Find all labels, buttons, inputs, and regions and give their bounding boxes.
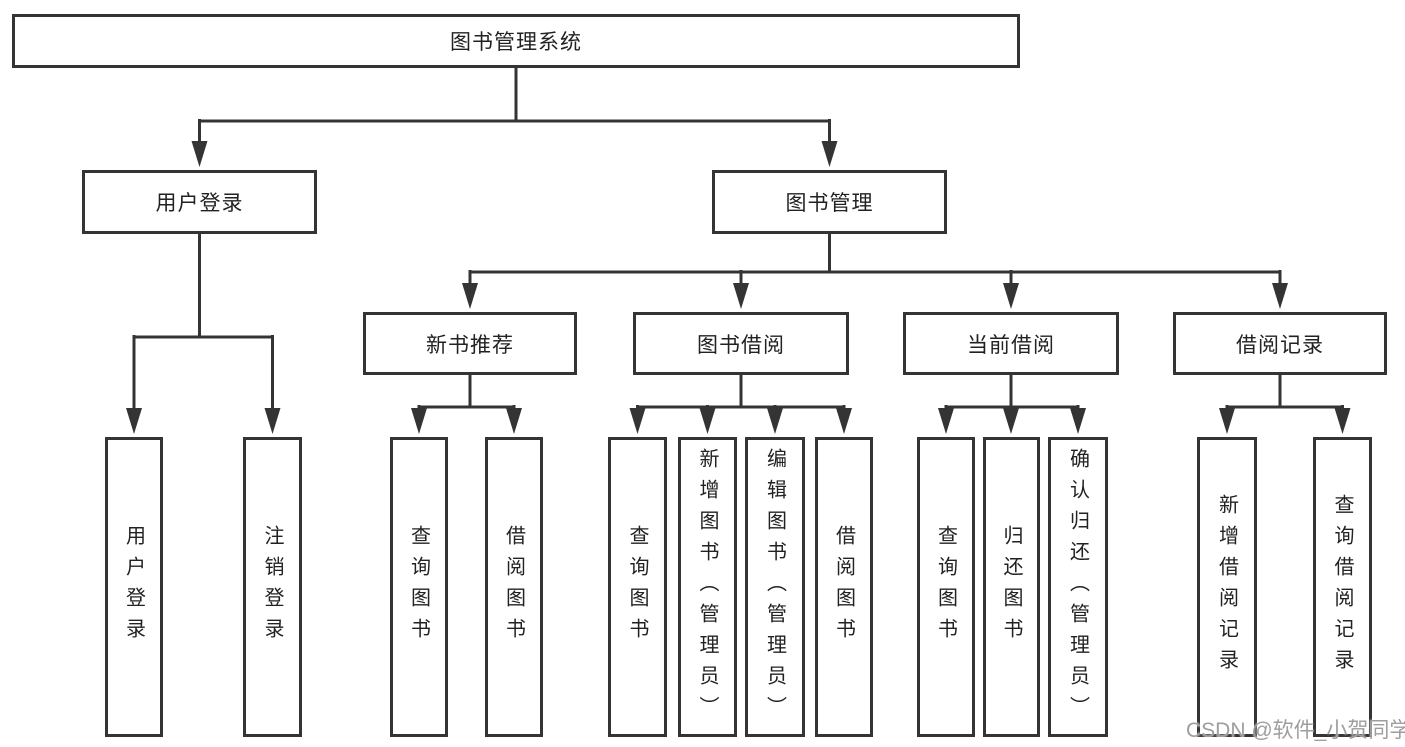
node-book-borrowing: 图书借阅 xyxy=(633,312,849,375)
leaf-cb-confirm-return-admin: 确认归还（管理员） xyxy=(1048,437,1108,737)
leaf-bb-borrow-books: 借阅图书 xyxy=(815,437,873,737)
leaf-user-login: 用户登录 xyxy=(105,437,163,737)
csdn-watermark: CSDN @软件_小贺同学 xyxy=(1186,719,1405,742)
node-library-system: 图书管理系统 xyxy=(12,14,1020,68)
leaf-cb-confirm-return-admin-label: 确认归还（管理员） xyxy=(1066,447,1089,727)
leaf-nb-query-books: 查询图书 xyxy=(390,437,448,737)
leaf-bb-query-books: 查询图书 xyxy=(608,437,667,737)
leaf-logout: 注销登录 xyxy=(243,437,302,737)
node-book-borrowing-label: 图书借阅 xyxy=(697,333,785,357)
node-user-login-label: 用户登录 xyxy=(155,192,244,215)
leaf-logout-label: 注销登录 xyxy=(261,525,283,649)
leaf-br-query-record: 查询借阅记录 xyxy=(1313,437,1372,737)
node-book-management-label: 图书管理 xyxy=(785,192,874,215)
leaf-cb-query-books-label: 查询图书 xyxy=(934,525,957,649)
leaf-nb-borrow-books-label: 借阅图书 xyxy=(502,525,525,649)
leaf-bb-query-books-label: 查询图书 xyxy=(626,525,648,649)
node-current-borrowing: 当前借阅 xyxy=(903,312,1119,375)
leaf-cb-query-books: 查询图书 xyxy=(917,437,975,737)
leaf-bb-add-books-admin: 新增图书（管理员） xyxy=(678,437,737,737)
node-book-management: 图书管理 xyxy=(712,170,947,234)
leaf-user-login-label: 用户登录 xyxy=(122,525,145,649)
node-current-borrowing-label: 当前借阅 xyxy=(967,333,1055,357)
node-borrowing-records: 借阅记录 xyxy=(1173,312,1387,375)
leaf-bb-edit-books-admin-label: 编辑图书（管理员） xyxy=(763,447,786,727)
node-user-login: 用户登录 xyxy=(82,170,317,234)
leaf-cb-return-books-label: 归还图书 xyxy=(1000,525,1022,649)
node-new-book-recommendation-label: 新书推荐 xyxy=(426,333,514,357)
leaf-bb-edit-books-admin: 编辑图书（管理员） xyxy=(745,437,805,737)
leaf-bb-borrow-books-label: 借阅图书 xyxy=(832,525,855,649)
node-borrowing-records-label: 借阅记录 xyxy=(1236,333,1324,357)
leaf-nb-query-books-label: 查询图书 xyxy=(407,525,430,649)
leaf-cb-return-books: 归还图书 xyxy=(983,437,1040,737)
leaf-br-query-record-label: 查询借阅记录 xyxy=(1331,494,1353,680)
leaf-br-add-record: 新增借阅记录 xyxy=(1197,437,1257,737)
arrowheads xyxy=(126,141,1351,434)
node-new-book-recommendation: 新书推荐 xyxy=(363,312,577,375)
leaf-br-add-record-label: 新增借阅记录 xyxy=(1215,494,1238,680)
node-library-system-label: 图书管理系统 xyxy=(450,31,582,54)
leaf-bb-add-books-admin-label: 新增图书（管理员） xyxy=(696,447,718,727)
leaf-nb-borrow-books: 借阅图书 xyxy=(485,437,543,737)
